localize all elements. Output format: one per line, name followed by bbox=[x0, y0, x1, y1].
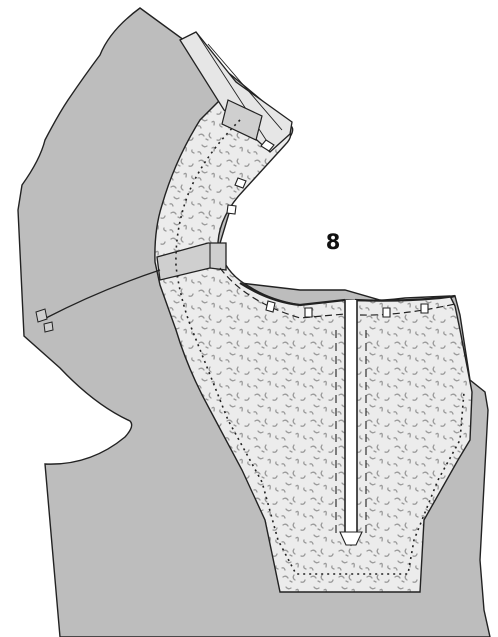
step-number: 8 bbox=[318, 230, 348, 254]
